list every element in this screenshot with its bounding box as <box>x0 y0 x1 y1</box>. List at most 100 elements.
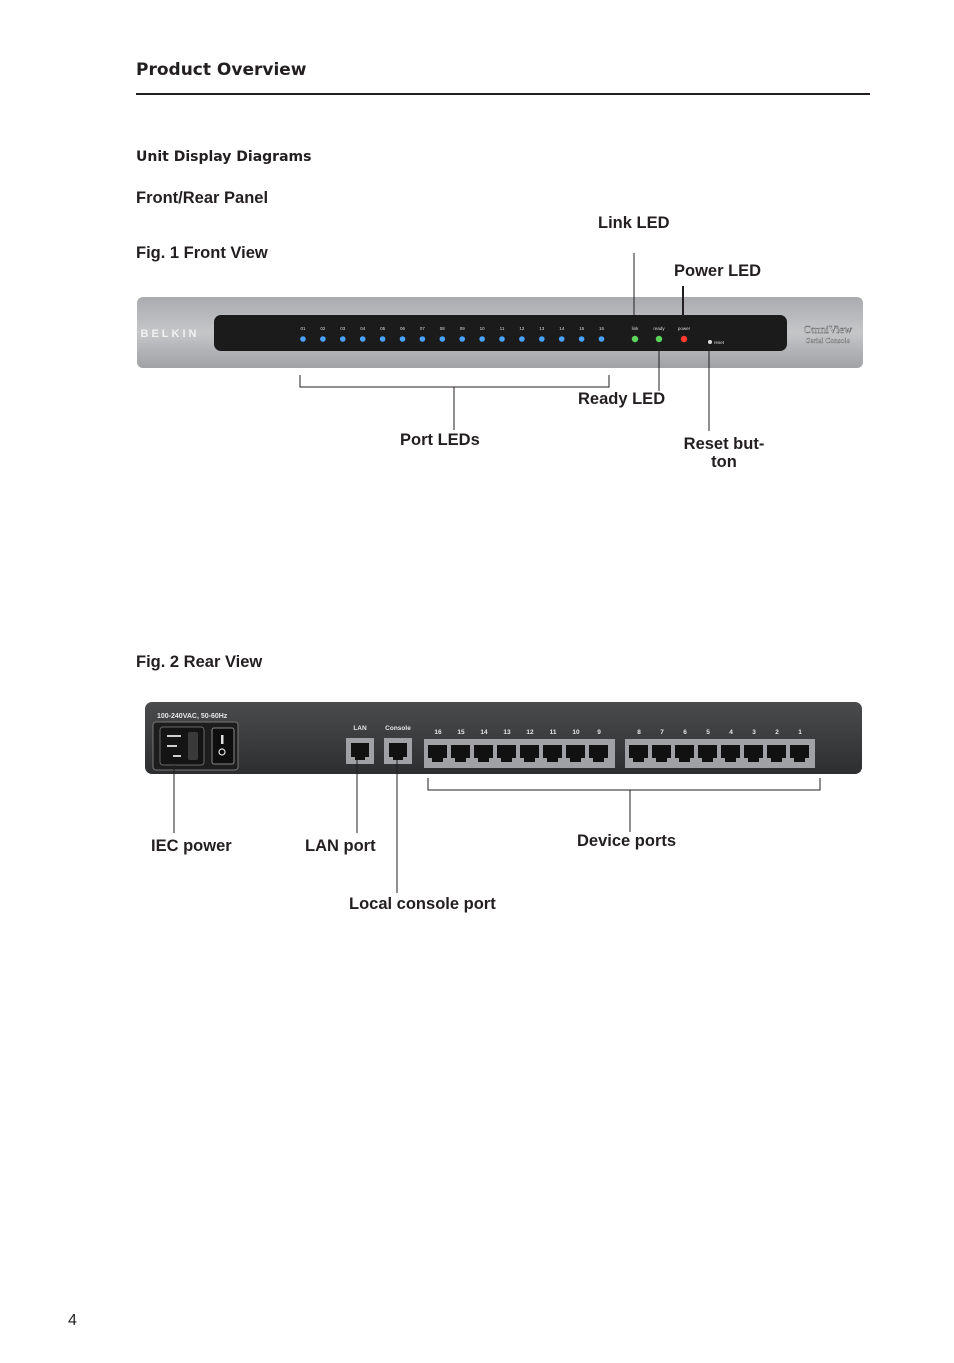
port-led <box>340 336 346 342</box>
port-led <box>419 336 426 342</box>
power-rating-label: 100-240VAC, 50-60Hz <box>157 713 228 720</box>
port-led-label: 14 <box>559 326 565 331</box>
callout-local-console-port: Local console port <box>349 895 496 913</box>
page-header-title: Product Overview <box>136 60 307 80</box>
status-led-power <box>680 335 688 343</box>
callout-iec-power: IEC power <box>151 837 232 855</box>
callout-ready-led: Ready LED <box>578 390 666 408</box>
power-switch <box>211 727 235 765</box>
port-led <box>300 336 306 342</box>
port-led-label: 09 <box>460 326 466 331</box>
device-port-label: 10 <box>572 729 580 736</box>
callout-lan-port: LAN port <box>305 837 376 855</box>
device-port-label: 7 <box>660 729 664 736</box>
port-led-label: 07 <box>420 326 426 331</box>
device-port <box>675 745 694 762</box>
status-led-label: link <box>632 326 640 331</box>
device-port <box>451 745 470 762</box>
status-led-link <box>631 335 639 343</box>
port-led <box>598 336 605 342</box>
device-port-label: 15 <box>457 729 465 736</box>
device-ports-bracket <box>427 778 821 832</box>
header-rule <box>136 93 870 95</box>
device-port-label: 5 <box>706 729 710 736</box>
device-port <box>497 745 516 762</box>
device-port <box>629 745 648 762</box>
port-led-label: 04 <box>360 326 366 331</box>
callout-device-ports: Device ports <box>577 832 677 850</box>
device-port-label: 8 <box>637 729 641 736</box>
device-port-label: 13 <box>503 729 511 736</box>
lan-label: LAN <box>353 725 367 732</box>
device-port-label: 11 <box>550 729 557 736</box>
callout-reset-line2: ton <box>711 453 737 471</box>
status-led-ready <box>655 335 663 343</box>
device-port-label: 1 <box>798 729 802 736</box>
port-led-label: 05 <box>380 326 386 331</box>
port-led-label: 13 <box>539 326 545 331</box>
status-led-label: ready <box>653 326 665 331</box>
port-led <box>558 336 565 342</box>
iec-power-inlet <box>152 721 239 771</box>
device-port <box>474 745 493 762</box>
port-led-label: 01 <box>300 326 306 331</box>
device-port <box>698 745 717 762</box>
device-port <box>790 745 809 762</box>
device-port <box>543 745 562 762</box>
device-port <box>721 745 740 762</box>
port-led <box>379 336 386 342</box>
device-port <box>428 745 447 762</box>
section-heading: Front/Rear Panel <box>136 189 269 207</box>
port-led-label: 08 <box>440 326 446 331</box>
device-port-label: 2 <box>775 729 779 736</box>
status-leds-group: link ready power <box>631 326 691 343</box>
port-led <box>519 336 525 342</box>
port-led-label: 12 <box>519 326 525 331</box>
device-port <box>744 745 763 762</box>
port-led <box>320 336 326 342</box>
device-port <box>652 745 671 762</box>
callout-reset-line1: Reset but- <box>683 435 765 453</box>
callout-reset-button: Reset but- ton <box>674 435 774 471</box>
callout-power-led: Power LED <box>674 262 762 280</box>
port-led-label: 03 <box>340 326 346 331</box>
port-led <box>499 336 505 342</box>
port-led-label: 06 <box>400 326 406 331</box>
port-led-label: 16 <box>599 326 605 331</box>
console-label: Console <box>385 725 411 732</box>
callout-link-led: Link LED <box>598 214 670 232</box>
device-port-label: 12 <box>526 729 534 736</box>
port-led-label: 10 <box>480 326 486 331</box>
device-port-label: 3 <box>752 729 756 736</box>
device-port <box>589 745 608 762</box>
port-led <box>439 336 446 342</box>
device-port-label: 4 <box>729 729 733 736</box>
page-number: 4 <box>68 1312 77 1329</box>
device-port-label: 14 <box>480 729 488 736</box>
callout-port-leds: Port LEDs <box>400 431 480 449</box>
device-port <box>566 745 585 762</box>
port-led <box>399 336 406 342</box>
front-display-window <box>214 315 787 351</box>
port-led-label: 11 <box>500 326 505 331</box>
device-port-label: 9 <box>597 729 601 736</box>
lan-port <box>346 738 374 764</box>
device-port <box>520 745 539 762</box>
port-led <box>359 336 366 342</box>
device-port-label: 16 <box>434 729 442 736</box>
console-port <box>384 738 412 764</box>
status-led-label: power <box>678 326 691 331</box>
reset-button-dot <box>708 340 712 344</box>
product-name: OmniView <box>804 324 852 336</box>
fig2-caption: Fig. 2 Rear View <box>136 653 263 671</box>
section-subtitle: Unit Display Diagrams <box>136 149 312 165</box>
port-led <box>479 336 485 342</box>
port-led-label: 15 <box>579 326 585 331</box>
port-led <box>539 336 545 342</box>
port-led <box>578 336 585 342</box>
device-port <box>767 745 786 762</box>
